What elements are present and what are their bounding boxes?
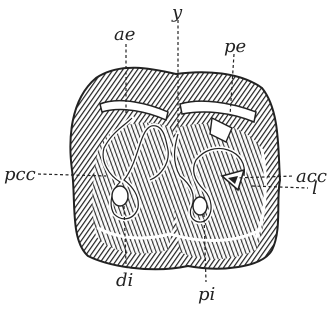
label-pe: pe — [224, 36, 246, 57]
posterior-pit — [193, 197, 207, 215]
label-y: y — [171, 2, 183, 23]
label-ae: ae — [114, 24, 135, 45]
anterior-pit — [112, 186, 128, 206]
label-l: l — [312, 178, 318, 199]
label-pcc: pcc — [4, 164, 36, 185]
label-pi: pi — [198, 284, 215, 305]
label-di: di — [116, 270, 133, 291]
